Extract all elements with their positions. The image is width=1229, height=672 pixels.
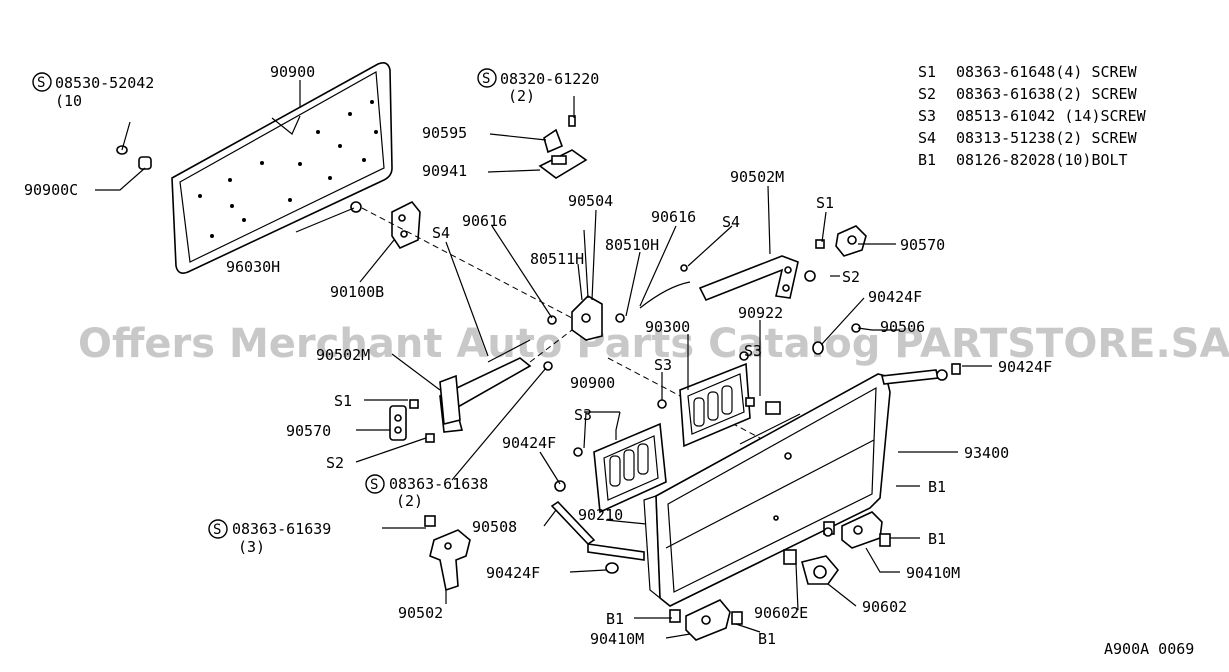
label-08363-61639-qty: (3) [238, 538, 265, 556]
label-80511h: 80511H [530, 250, 584, 268]
label-90570-left: 90570 [286, 422, 331, 440]
handle-cover-90595 [543, 128, 564, 154]
label-08320-qty: (2) [508, 87, 535, 105]
label-08363-61638-qty: (2) [396, 492, 423, 510]
label-90424f-bottom: 90424F [486, 564, 540, 582]
striker-90570-right [804, 225, 867, 282]
screw-symbol-08363-61639: S [208, 519, 228, 539]
screw-symbol-08320: S [477, 68, 497, 88]
latch-90502 [424, 515, 471, 592]
label-90900c: 90900C [24, 181, 78, 199]
legend-key-s2: S2 [918, 85, 936, 103]
label-90504: 90504 [568, 192, 613, 210]
label-90502m-left: 90502M [316, 346, 370, 364]
label-90424f-mid: 90424F [502, 434, 556, 452]
label-90602e: 90602E [754, 604, 808, 622]
pad-90922 [765, 401, 781, 415]
label-08320-61220: 08320-61220 [500, 70, 599, 88]
assembly-line-3 [529, 329, 573, 363]
label-b1-right: B1 [928, 478, 946, 496]
grommet-96030h [350, 201, 362, 213]
louver-panel-90900 [593, 422, 667, 514]
label-90424f-right: 90424F [998, 358, 1052, 376]
label-s4-right: S4 [722, 213, 740, 231]
screw-08320 [568, 115, 576, 127]
link-rod-90502m-left [439, 339, 532, 433]
label-s1-left: S1 [334, 392, 352, 410]
label-08363-61638: 08363-61638 [389, 475, 488, 493]
label-90210: 90210 [578, 506, 623, 524]
legend-text-s2: 08363-61638(2) SCREW [956, 85, 1138, 103]
label-s3-a: S3 [654, 356, 672, 374]
legend-key-s4: S4 [918, 129, 936, 147]
label-90595: 90595 [422, 124, 467, 142]
label-90424f-top-right: 90424F [868, 288, 922, 306]
handle-base-90100b [391, 200, 421, 250]
label-s3-c: S3 [574, 406, 592, 424]
legend-text-b1: 08126-82028(10)BOLT [956, 151, 1128, 169]
label-s1-right: S1 [816, 194, 834, 212]
label-s4-left: S4 [432, 224, 450, 242]
label-90506: 90506 [880, 318, 925, 336]
support-cable-90508 [550, 480, 645, 574]
label-b1-bottom: B1 [758, 630, 776, 648]
striker-90570-left [389, 399, 435, 443]
hinge-90410m-bottom [669, 599, 743, 641]
rod-clip-80510h [615, 313, 625, 323]
label-90900-mid: 90900 [570, 374, 615, 392]
svg-text:S: S [37, 75, 45, 91]
label-90570-right: 90570 [900, 236, 945, 254]
louver-panel-90300 [679, 362, 755, 448]
label-90616-left: 90616 [462, 212, 507, 230]
svg-text:S: S [213, 522, 221, 538]
legend-key-b1: B1 [918, 151, 936, 169]
label-80510h: 80510H [605, 236, 659, 254]
label-90941: 90941 [422, 162, 467, 180]
tailgate-93400 [643, 373, 891, 607]
label-08363-61639: 08363-61639 [232, 520, 331, 538]
label-90900-top: 90900 [270, 63, 315, 81]
legend-text-s3: 08513-61042 (14)SCREW [956, 107, 1147, 125]
link-rod-90502m-right [639, 255, 799, 309]
screw-symbol-08363-61638: S [365, 474, 385, 494]
label-90602: 90602 [862, 598, 907, 616]
center-latch-80511h [571, 229, 603, 341]
label-08530-qty: (10 [55, 92, 82, 110]
legend-key-s3: S3 [918, 107, 936, 125]
label-96030h: 96030H [226, 258, 280, 276]
label-93400: 93400 [964, 444, 1009, 462]
label-b1-bottom-left: B1 [606, 610, 624, 628]
legend-text-s4: 08313-51238(2) SCREW [956, 129, 1138, 147]
svg-text:S: S [482, 71, 490, 87]
label-08530-52042: 08530-52042 [55, 74, 154, 92]
svg-text:S: S [370, 477, 378, 493]
label-90616-right: 90616 [651, 208, 696, 226]
label-s2-left: S2 [326, 454, 344, 472]
label-90100b: 90100B [330, 283, 384, 301]
small-screws [543, 315, 833, 537]
label-90508: 90508 [472, 518, 517, 536]
label-b1-mid-right: B1 [928, 530, 946, 548]
escutcheon-90602e [783, 549, 797, 565]
handle-bracket-90941 [538, 149, 588, 179]
label-90502: 90502 [398, 604, 443, 622]
label-s3-b: S3 [744, 342, 762, 360]
label-90410m-bottom: 90410M [590, 630, 644, 648]
screw-symbol-08530: S [32, 72, 52, 92]
legend-key-s1: S1 [918, 63, 936, 81]
label-s2-right: S2 [842, 268, 860, 286]
leader-lines [95, 80, 992, 639]
watermark-text: Offers Merchant Auto Parts Catalog PARTS… [78, 321, 1229, 367]
inner-trim-panel-90900 [171, 62, 393, 274]
label-90922: 90922 [738, 304, 783, 322]
screw-legend: S1 08363-61648(4) SCREW S2 08363-61638(2… [918, 63, 1147, 169]
label-90410m-right: 90410M [906, 564, 960, 582]
support-cable-90506 [812, 323, 961, 385]
label-90502m-right: 90502M [730, 168, 784, 186]
label-90300: 90300 [645, 318, 690, 336]
handle-90602 [801, 555, 840, 585]
legend-text-s1: 08363-61648(4) SCREW [956, 63, 1138, 81]
diagram-code: A900A 0069 [1104, 640, 1194, 658]
